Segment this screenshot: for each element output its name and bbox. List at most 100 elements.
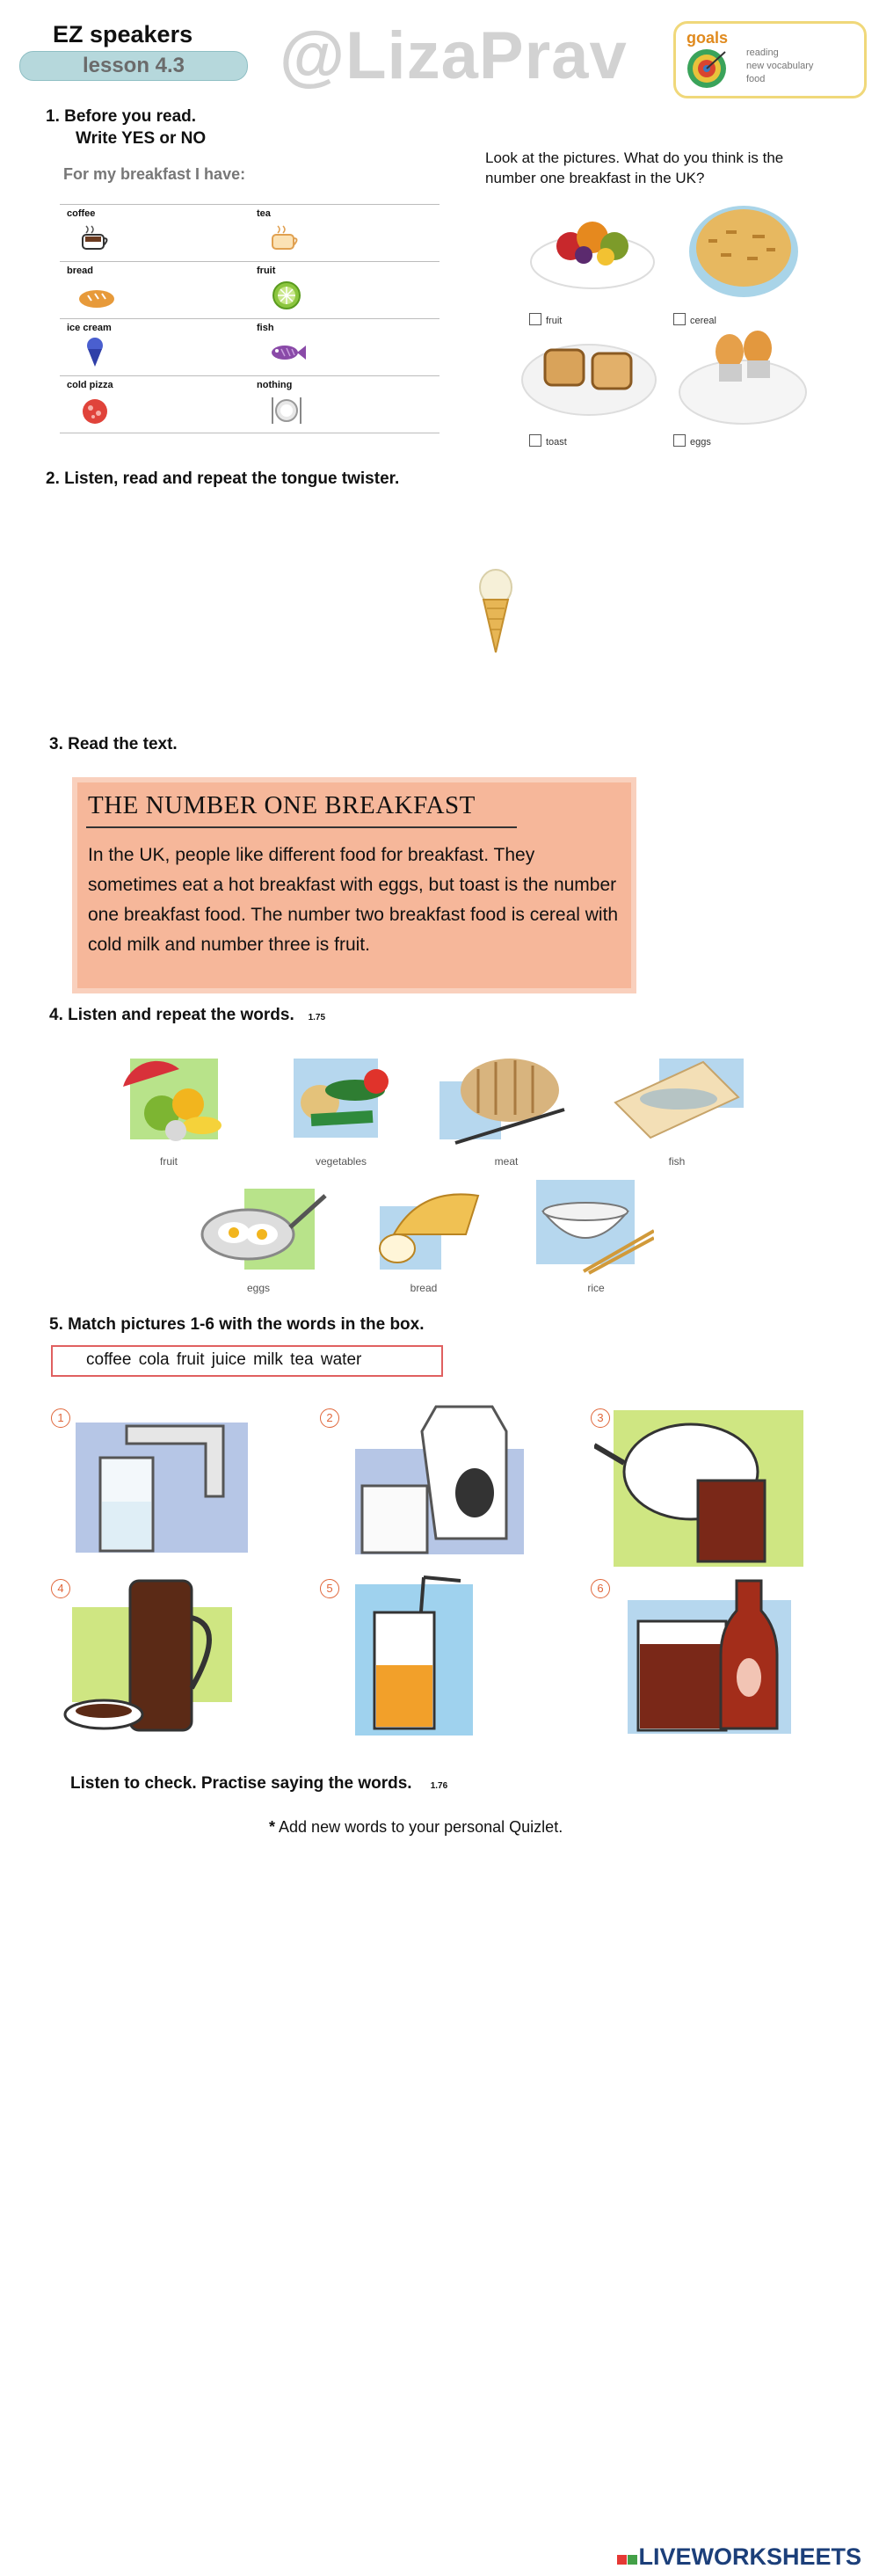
table-cell[interactable]: bread bbox=[60, 262, 250, 318]
target-icon bbox=[687, 49, 726, 88]
checkbox[interactable] bbox=[673, 434, 686, 447]
vegetables-picture bbox=[294, 1059, 389, 1138]
picture-number: 3 bbox=[591, 1408, 610, 1428]
picture-number: 1 bbox=[51, 1408, 70, 1428]
table-cell[interactable]: fruit bbox=[250, 262, 440, 318]
section2-heading: 2. Listen, read and repeat the tongue tw… bbox=[46, 469, 400, 488]
section3-heading: 3. Read the text. bbox=[49, 735, 178, 753]
item-label: coffee bbox=[67, 208, 96, 219]
table-cell[interactable]: cold pizza bbox=[60, 376, 250, 433]
item-label: fruit bbox=[257, 266, 276, 276]
option-eggs[interactable]: eggs bbox=[673, 434, 711, 448]
item-label: nothing bbox=[257, 380, 293, 390]
picture-number: 5 bbox=[320, 1579, 339, 1598]
word-caption: bread bbox=[410, 1282, 438, 1294]
picture-number: 6 bbox=[591, 1579, 610, 1598]
author-watermark: @LizaPrav bbox=[280, 18, 628, 93]
goals-box: goals reading new vocabulary food bbox=[673, 21, 867, 98]
reading-text: In the UK, people like different food fo… bbox=[88, 845, 619, 955]
table-cell[interactable]: tea bbox=[250, 205, 440, 261]
goal-item: reading bbox=[746, 47, 779, 58]
section1-heading: 1. Before you read. bbox=[46, 107, 197, 126]
option-fruit[interactable]: fruit bbox=[529, 313, 562, 326]
goal-item: food bbox=[746, 74, 766, 84]
eggs-picture bbox=[200, 1189, 327, 1270]
coffee-pot-picture bbox=[63, 1579, 232, 1732]
bread-loaf-icon bbox=[79, 290, 114, 308]
section4-title: 4. Listen and repeat the words. bbox=[49, 1006, 294, 1024]
word-caption: fish bbox=[668, 1155, 686, 1168]
reading-panel: THE NUMBER ONE BREAKFAST In the UK, peop… bbox=[72, 777, 636, 993]
item-label: fish bbox=[257, 323, 274, 333]
fish-picture bbox=[614, 1059, 744, 1139]
option-label: eggs bbox=[690, 437, 711, 448]
word-caption: vegetables bbox=[315, 1155, 367, 1168]
tea-cup-icon bbox=[272, 225, 298, 250]
table-row: bread fruit bbox=[60, 262, 440, 319]
rice-picture bbox=[536, 1180, 654, 1275]
uk-breakfast-question: Look at the pictures. What do you think … bbox=[485, 149, 784, 186]
toast-plate-icon bbox=[521, 344, 657, 416]
teapot-picture bbox=[594, 1410, 803, 1567]
logo-square-icon bbox=[617, 2555, 628, 2565]
option-label: fruit bbox=[546, 316, 563, 326]
worksheet-title: EZ speakers bbox=[53, 21, 193, 47]
goal-item: new vocabulary bbox=[746, 61, 814, 71]
option-label: cereal bbox=[690, 316, 716, 326]
water-glass-picture bbox=[76, 1423, 248, 1553]
fruit-picture bbox=[123, 1059, 222, 1141]
option-toast[interactable]: toast bbox=[529, 434, 567, 448]
section4-heading: 4. Listen and repeat the words. 1.75 bbox=[49, 1006, 325, 1025]
word-caption: meat bbox=[494, 1155, 519, 1168]
table-cell[interactable]: ice cream bbox=[60, 319, 250, 375]
goals-title: goals bbox=[686, 29, 729, 47]
option-label: toast bbox=[546, 437, 567, 448]
cereal-bowl-icon bbox=[689, 206, 798, 297]
quizlet-note: * Add new words to your personal Quizlet… bbox=[269, 1818, 563, 1837]
breakfast-subheading: For my breakfast I have: bbox=[63, 165, 246, 183]
item-label: tea bbox=[257, 208, 271, 219]
logo-square-icon bbox=[628, 2555, 638, 2565]
listen-check-text: Listen to check. Practise saying the wor… bbox=[70, 1774, 412, 1793]
milk-carton-picture bbox=[355, 1405, 524, 1554]
ice-cream-icon bbox=[87, 338, 103, 367]
checkbox[interactable] bbox=[529, 313, 541, 325]
item-label: ice cream bbox=[67, 323, 112, 333]
audio-track-number: 1.75 bbox=[308, 1013, 326, 1022]
word-caption: fruit bbox=[159, 1155, 178, 1168]
pizza-slice-icon bbox=[83, 399, 107, 424]
logo-text: LIVEWORKSHEETS bbox=[638, 2543, 861, 2570]
word-box: coffee cola fruit juice milk tea water bbox=[51, 1345, 443, 1377]
option-cereal[interactable]: cereal bbox=[673, 313, 716, 326]
table-cell[interactable]: nothing bbox=[250, 376, 440, 433]
section5-heading: 5. Match pictures 1-6 with the words in … bbox=[49, 1315, 425, 1334]
asterisk-marker: * bbox=[269, 1818, 276, 1836]
table-row: coffee tea bbox=[60, 204, 440, 262]
breakfast-table: coffee tea bread fruit bbox=[60, 204, 440, 433]
liveworksheets-logo[interactable]: LIVEWORKSHEETS bbox=[617, 2543, 861, 2571]
lime-slice-icon bbox=[272, 281, 301, 309]
word-caption: eggs bbox=[246, 1282, 271, 1294]
empty-plate-icon bbox=[272, 397, 301, 424]
quizlet-note-text: Add new words to your personal Quizlet. bbox=[279, 1818, 563, 1836]
checkbox[interactable] bbox=[673, 313, 686, 325]
lesson-badge: lesson 4.3 bbox=[19, 51, 248, 81]
listen-check: Listen to check. Practise saying the wor… bbox=[70, 1774, 447, 1794]
meat-picture bbox=[440, 1059, 565, 1145]
fish-icon bbox=[272, 346, 306, 360]
coffee-cup-icon bbox=[82, 225, 108, 250]
audio-track-number: 1.76 bbox=[430, 1781, 448, 1791]
table-row: ice cream fish bbox=[60, 319, 440, 376]
picture-number: 4 bbox=[51, 1579, 70, 1598]
title-divider bbox=[86, 826, 517, 828]
reading-title: THE NUMBER ONE BREAKFAST bbox=[88, 791, 476, 819]
cola-picture bbox=[628, 1579, 791, 1734]
table-cell[interactable]: fish bbox=[250, 319, 440, 375]
section1-instruction: Write YES or NO bbox=[76, 129, 207, 148]
fruit-bowl-icon bbox=[530, 222, 655, 289]
fruit-juice-picture bbox=[355, 1575, 473, 1736]
checkbox[interactable] bbox=[529, 434, 541, 447]
table-cell[interactable]: coffee bbox=[60, 205, 250, 261]
item-label: cold pizza bbox=[67, 380, 113, 390]
bread-picture bbox=[379, 1193, 480, 1270]
